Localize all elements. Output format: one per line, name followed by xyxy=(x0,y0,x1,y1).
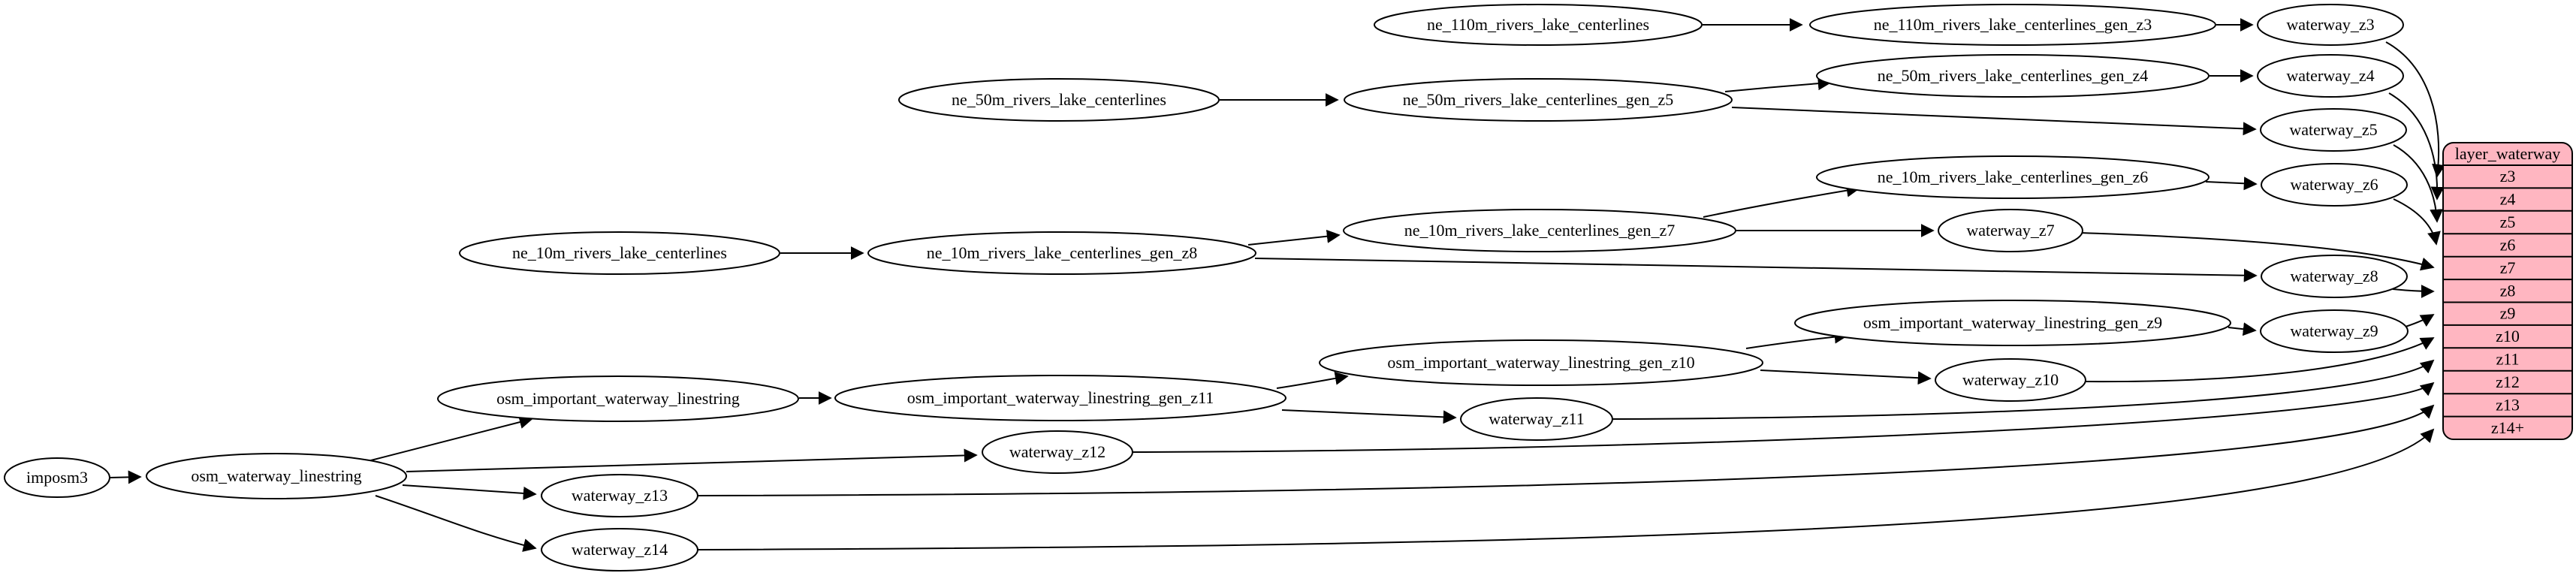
node-ne_50m_rivers_lake_centerlines_gen_z5: ne_50m_rivers_lake_centerlines_gen_z5 xyxy=(1344,78,1733,122)
node-label: waterway_z4 xyxy=(2286,66,2374,85)
node-label: osm_waterway_linestring xyxy=(191,466,361,485)
node-label: ne_50m_rivers_lake_centerlines xyxy=(952,90,1166,109)
node-waterway_z11: waterway_z11 xyxy=(1460,397,1613,441)
edge-waterway_z10-to-row-z10 xyxy=(2084,337,2435,383)
node-label: ne_50m_rivers_lake_centerlines_gen_z4 xyxy=(1878,66,2148,85)
node-label: waterway_z7 xyxy=(1966,221,2054,240)
edge-gen_z5-to-gen_z4 xyxy=(1724,77,1832,92)
edge-gen_z8-to-gen_z7 xyxy=(1247,229,1341,246)
node-waterway_z5: waterway_z5 xyxy=(2260,108,2407,152)
table-row-z7: z7 xyxy=(2500,258,2516,277)
node-ne_50m_rivers_lake_centerlines: ne_50m_rivers_lake_centerlines xyxy=(898,78,1220,122)
edge-gen_z6-to-waterway_z6 xyxy=(2205,176,2258,191)
edge-waterway_z13-to-row-z13 xyxy=(697,404,2435,496)
node-waterway_z3: waterway_z3 xyxy=(2257,4,2404,46)
node-label: waterway_z13 xyxy=(572,486,668,505)
node-label: osm_important_waterway_linestring xyxy=(496,389,740,408)
node-label: waterway_z9 xyxy=(2290,321,2378,340)
node-ne_10m_rivers_lake_centerlines_gen_z8: ne_10m_rivers_lake_centerlines_gen_z8 xyxy=(867,231,1256,275)
node-ne_10m_rivers_lake_centerlines: ne_10m_rivers_lake_centerlines xyxy=(459,231,780,275)
edge-gen_z11-to-waterway_z11 xyxy=(1281,409,1457,424)
edge-gen_z5-to-waterway_z5 xyxy=(1731,107,2257,136)
node-label: ne_10m_rivers_lake_centerlines_gen_z6 xyxy=(1878,167,2148,186)
edge-waterway_z14-to-row-z14plus xyxy=(697,428,2435,550)
node-ne_10m_rivers_lake_centerlines_gen_z7: ne_10m_rivers_lake_centerlines_gen_z7 xyxy=(1343,209,1736,252)
node-waterway_z7: waterway_z7 xyxy=(1938,209,2083,252)
node-label: ne_10m_rivers_lake_centerlines_gen_z7 xyxy=(1404,221,1675,240)
edge-osm_waterway_linestring-to-waterway_z13 xyxy=(402,484,537,500)
node-label: waterway_z3 xyxy=(2286,15,2374,34)
edge-gen_z10-to-waterway_z10 xyxy=(1760,369,1932,385)
table-row-z8: z8 xyxy=(2500,281,2516,300)
node-imposm3: imposm3 xyxy=(4,457,110,498)
table-row-z11: z11 xyxy=(2496,350,2520,369)
edge-waterway_z8-to-row-z8 xyxy=(2392,284,2435,298)
node-waterway_z14: waterway_z14 xyxy=(541,528,698,571)
table-row-z3: z3 xyxy=(2500,167,2516,185)
node-waterway_z8: waterway_z8 xyxy=(2261,255,2408,298)
table-row-z9: z9 xyxy=(2500,304,2516,323)
table-row-z14plus: z14+ xyxy=(2491,418,2524,437)
edge-waterway_z12-to-row-z12 xyxy=(1132,381,2435,453)
node-label: waterway_z10 xyxy=(1962,370,2059,389)
node-label: ne_10m_rivers_lake_centerlines_gen_z8 xyxy=(927,243,1197,262)
table-title: layer_waterway xyxy=(2455,144,2560,163)
node-label: waterway_z12 xyxy=(1009,442,1106,461)
node-waterway_z4: waterway_z4 xyxy=(2257,54,2404,98)
edge-gen_z10-to-gen_z9 xyxy=(1745,330,1848,349)
node-waterway_z6: waterway_z6 xyxy=(2261,163,2408,207)
node-label: waterway_z5 xyxy=(2289,120,2377,139)
node-waterway_z12: waterway_z12 xyxy=(982,430,1133,474)
node-label: ne_110m_rivers_lake_centerlines xyxy=(1427,15,1649,34)
edge-waterway_z3-to-row-z3 xyxy=(2385,41,2445,178)
node-label: waterway_z14 xyxy=(572,540,668,559)
node-label: imposm3 xyxy=(26,468,88,487)
node-ne_50m_rivers_lake_centerlines_gen_z4: ne_50m_rivers_lake_centerlines_gen_z4 xyxy=(1816,54,2210,98)
edge-waterway_z5-to-row-z5 xyxy=(2393,144,2444,223)
edge-gen_z7-to-gen_z6 xyxy=(1703,183,1860,218)
node-osm_important_waterway_linestring_gen_z10: osm_important_waterway_linestring_gen_z1… xyxy=(1319,339,1763,386)
table-row-z12: z12 xyxy=(2496,372,2520,391)
edge-gen_z8-to-waterway_z8 xyxy=(1254,258,2258,282)
edge-waterway_z9-to-row-z9 xyxy=(2405,314,2435,327)
node-ne_110m_rivers_lake_centerlines: ne_110m_rivers_lake_centerlines xyxy=(1374,4,1703,46)
node-label: ne_50m_rivers_lake_centerlines_gen_z5 xyxy=(1403,90,1673,109)
node-waterway_z13: waterway_z13 xyxy=(541,474,698,517)
edge-gen_z11-to-gen_z10 xyxy=(1276,371,1349,389)
node-osm_important_waterway_linestring_gen_z11: osm_important_waterway_linestring_gen_z1… xyxy=(834,375,1286,421)
node-label: osm_important_waterway_linestring_gen_z9 xyxy=(1863,313,2162,332)
node-label: waterway_z11 xyxy=(1489,409,1584,428)
node-label: waterway_z8 xyxy=(2290,267,2378,285)
table-row-z5: z5 xyxy=(2500,213,2516,231)
table-row-z6: z6 xyxy=(2500,236,2516,255)
edge-waterway_z4-to-row-z4 xyxy=(2388,92,2445,201)
node-osm_important_waterway_linestring_gen_z9: osm_important_waterway_linestring_gen_z9 xyxy=(1794,300,2231,346)
table-row-z13: z13 xyxy=(2496,395,2520,414)
edge-osm_waterway_linestring-to-waterway_z12 xyxy=(406,448,978,472)
node-waterway_z10: waterway_z10 xyxy=(1935,358,2086,402)
edge-gen_z9-to-waterway_z9 xyxy=(2228,322,2257,336)
node-label: osm_important_waterway_linestring_gen_z1… xyxy=(907,388,1214,407)
edge-waterway_z7-to-row-z7 xyxy=(2080,232,2435,271)
edges xyxy=(109,18,2445,552)
node-label: waterway_z6 xyxy=(2290,175,2378,194)
edge-imposm3-to-osm_waterway_linestring xyxy=(109,470,142,484)
node-label: ne_10m_rivers_lake_centerlines xyxy=(512,243,727,262)
edge-osm_waterway_linestring-to-waterway_z14 xyxy=(375,495,537,552)
edge-waterway_z6-to-row-z6 xyxy=(2393,198,2441,246)
edge-osm_waterway_linestring-to-osm_important_waterway_linestring xyxy=(367,415,533,462)
node-osm_waterway_linestring: osm_waterway_linestring xyxy=(146,453,407,499)
node-ne_10m_rivers_lake_centerlines_gen_z6: ne_10m_rivers_lake_centerlines_gen_z6 xyxy=(1816,155,2210,199)
table-row-z10: z10 xyxy=(2496,327,2520,345)
edge-waterway_z11-to-row-z11 xyxy=(1612,359,2435,420)
node-ne_110m_rivers_lake_centerlines_gen_z3: ne_110m_rivers_lake_centerlines_gen_z3 xyxy=(1809,4,2216,46)
layer-waterway-table: layer_waterway z3 z4 z5 z6 z7 z8 z9 z10 … xyxy=(2442,142,2573,440)
table-row-z4: z4 xyxy=(2500,190,2516,209)
node-osm_important_waterway_linestring: osm_important_waterway_linestring xyxy=(437,375,799,422)
node-label: osm_important_waterway_linestring_gen_z1… xyxy=(1387,353,1694,372)
node-waterway_z9: waterway_z9 xyxy=(2260,309,2409,353)
table-background xyxy=(2442,142,2573,440)
node-label: ne_110m_rivers_lake_centerlines_gen_z3 xyxy=(1874,15,2152,34)
